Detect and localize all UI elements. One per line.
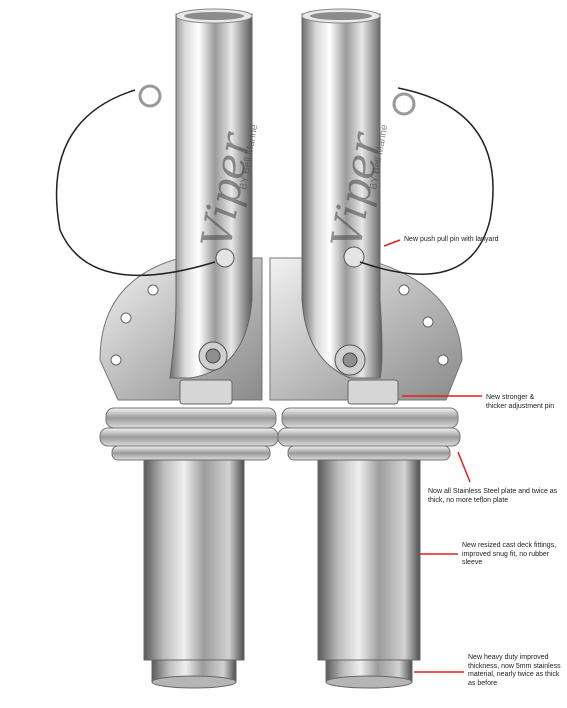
- callout-line-pin: [383, 239, 401, 247]
- callout-steel-plate: Now all Stainless Steel plate and twice …: [428, 488, 558, 504]
- right-rod-holder: Viper BY Bell Marine: [269, 8, 494, 689]
- callout-line-plate: [457, 451, 471, 483]
- callout-deck-fittings: New resized cast deck fittings, improved…: [462, 542, 557, 566]
- callout-adjustment-pin: New stronger & thicker adjustment pin: [486, 394, 555, 410]
- callout-push-pull-pin: New push pull pin with lanyard: [404, 236, 499, 243]
- left-rod-holder: Viper BY Bell Marine: [55, 8, 279, 689]
- callout-lines: [383, 239, 482, 673]
- callout-heavy-duty: New heavy duty improved thickness, now 5…: [468, 654, 561, 687]
